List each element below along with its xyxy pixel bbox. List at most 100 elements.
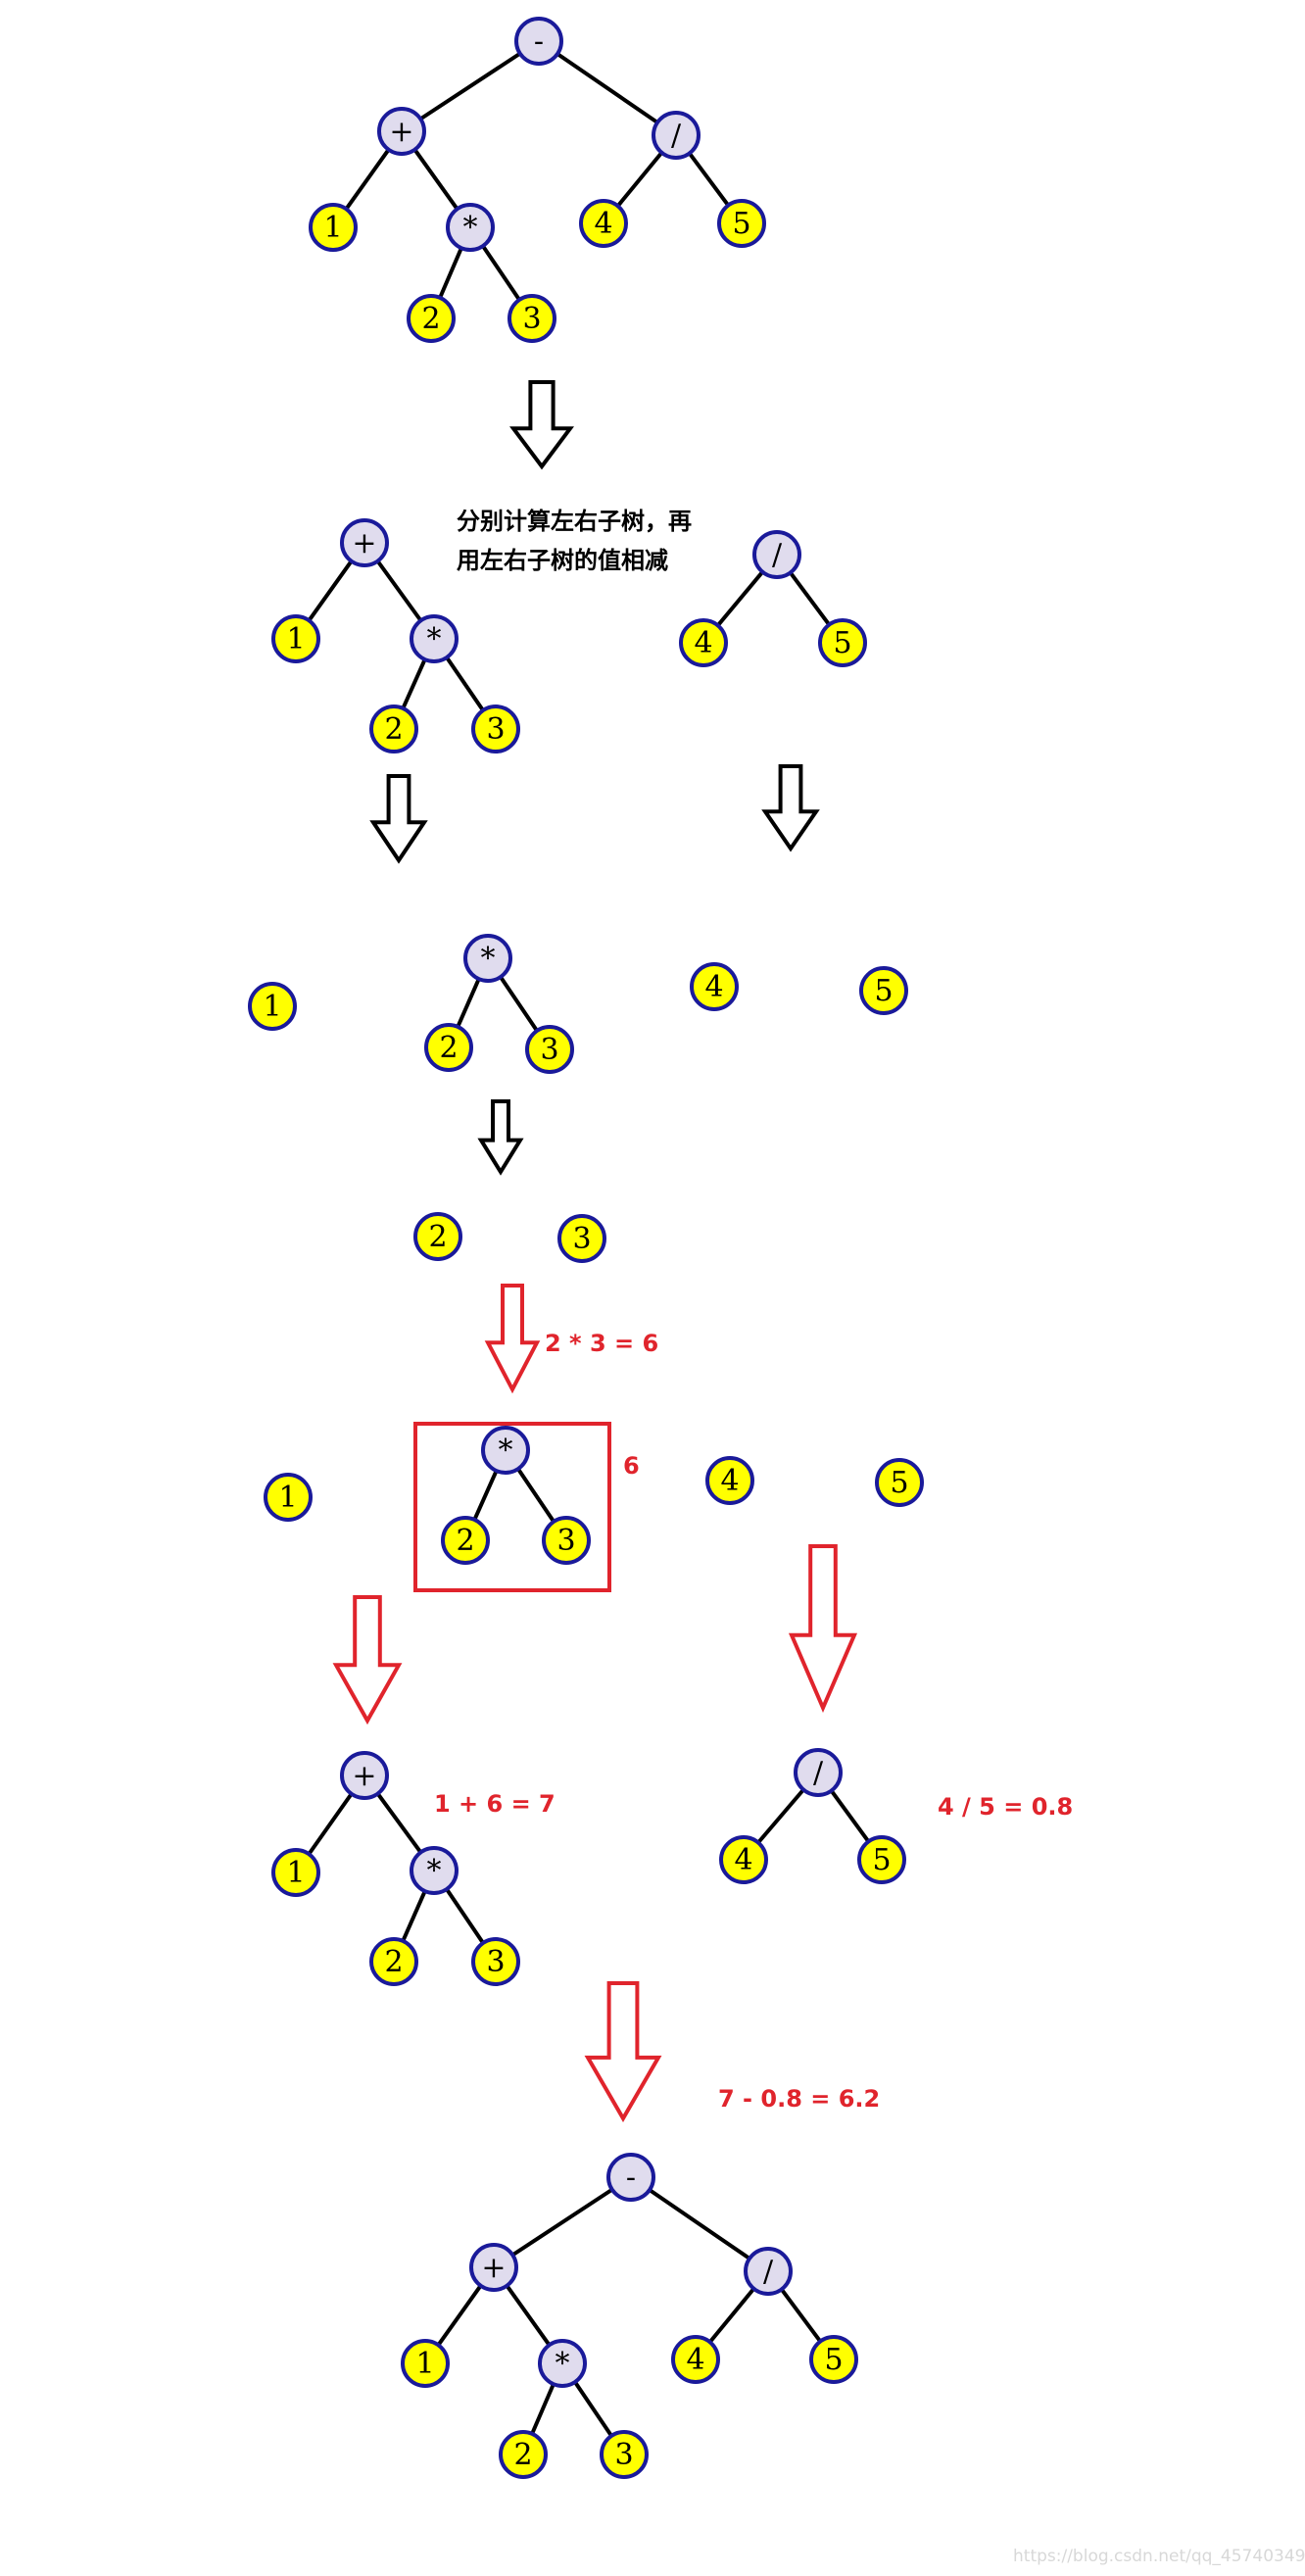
node-label: + — [481, 2251, 506, 2285]
mul-subtree-highlighted-node-two: 2 — [441, 1516, 490, 1565]
full-tree-edge-plus-mul — [412, 148, 459, 211]
node-label: / — [763, 2255, 774, 2289]
leaves-level5-node-five: 5 — [875, 1458, 924, 1507]
full-tree-edge-mul-three — [481, 244, 521, 302]
arrow-red-final — [584, 1981, 662, 2122]
left-subtree-node-plus: + — [340, 518, 389, 567]
full-tree-node-four: 4 — [579, 199, 628, 248]
node-label: / — [813, 1756, 824, 1790]
node-label: 3 — [486, 1945, 505, 1979]
right-subtree-2-edge-div-five — [829, 1789, 871, 1843]
calc-div-label: 4 / 5 = 0.8 — [938, 1793, 1074, 1821]
node-label: 2 — [384, 712, 403, 747]
full-tree-node-two: 2 — [407, 294, 456, 343]
left-subtree-2-edge-plus-one — [307, 1792, 354, 1856]
right-subtree-edge-div-five — [789, 571, 831, 626]
left-subtree-2-node-one: 1 — [271, 1848, 320, 1897]
final-tree-node-one: 1 — [401, 2339, 450, 2388]
node-label: 5 — [890, 1466, 908, 1500]
node-label: 1 — [286, 622, 305, 656]
left-subtree-node-two: 2 — [369, 705, 418, 753]
node-label: * — [556, 2347, 570, 2381]
node-label: 5 — [872, 1843, 891, 1877]
full-tree-edge-minus-div — [556, 52, 659, 124]
mul-subtree-edge-mul-two — [456, 978, 481, 1028]
node-label: 4 — [704, 970, 723, 1004]
node-label: 1 — [278, 1481, 297, 1515]
final-tree-node-three: 3 — [600, 2430, 649, 2479]
full-tree-edge-mul-two — [438, 247, 463, 299]
right-subtree-node-div: / — [752, 530, 801, 579]
calc-sub-label: 7 - 0.8 = 6.2 — [718, 2085, 881, 2113]
right-subtree-2-node-five: 5 — [857, 1835, 906, 1884]
leaves-level5-node-four: 4 — [705, 1456, 754, 1505]
final-tree-node-div: / — [744, 2247, 793, 2296]
leaves-level4-node-two: 2 — [413, 1212, 462, 1261]
full-tree-edge-div-four — [616, 151, 663, 208]
left-subtree-edge-plus-one — [307, 559, 354, 622]
full-tree-node-minus: - — [514, 17, 563, 66]
node-label: * — [427, 622, 442, 656]
final-tree-node-two: 2 — [499, 2430, 548, 2479]
full-tree-edge-div-five — [688, 152, 730, 207]
node-label: + — [352, 1759, 376, 1793]
node-label: + — [352, 526, 376, 560]
final-tree-edge-div-four — [708, 2287, 755, 2344]
caption-line-2: 用左右子树的值相减 — [457, 547, 668, 574]
leaves-level5-node-one: 1 — [264, 1473, 313, 1522]
left-subtree-edge-plus-mul — [375, 559, 423, 622]
final-tree-edge-div-five — [780, 2288, 822, 2343]
caption: 分别计算左右子树，再 用左右子树的值相减 — [457, 502, 692, 580]
highlight-box — [413, 1422, 611, 1592]
left-subtree-edge-mul-two — [401, 658, 427, 709]
node-label: 4 — [734, 1843, 752, 1877]
final-tree-node-plus: + — [469, 2243, 518, 2292]
arrow-right-down — [761, 764, 820, 852]
node-label: 3 — [486, 712, 505, 747]
node-label: 4 — [686, 2343, 704, 2377]
node-label: 2 — [513, 2438, 532, 2472]
full-tree-edge-minus-plus — [419, 51, 521, 122]
full-tree-node-one: 1 — [309, 203, 358, 252]
right-subtree-2-node-four: 4 — [719, 1835, 768, 1884]
node-label: - — [534, 24, 544, 59]
left-subtree-node-one: 1 — [271, 614, 320, 663]
node-label: * — [427, 1854, 442, 1888]
right-subtree-2-edge-div-four — [756, 1788, 805, 1844]
node-label: 1 — [263, 990, 281, 1024]
final-tree-node-four: 4 — [671, 2335, 720, 2384]
final-tree-edge-mul-two — [530, 2383, 556, 2435]
arrow-red-left — [332, 1595, 403, 1725]
node-label: 1 — [323, 211, 342, 245]
node-label: 3 — [572, 1222, 591, 1256]
leaves-level3-node-four: 4 — [690, 962, 739, 1011]
leaves-level3-node-five: 5 — [859, 966, 908, 1015]
node-label: 4 — [594, 207, 612, 241]
left-subtree-2-node-two: 2 — [369, 1937, 418, 1986]
final-tree-node-five: 5 — [809, 2335, 858, 2384]
node-label: 4 — [694, 626, 712, 660]
caption-line-1: 分别计算左右子树，再 — [457, 508, 692, 535]
mul-subtree-node-two: 2 — [424, 1023, 473, 1072]
left-subtree-2-edge-mul-three — [445, 1887, 485, 1945]
final-tree-node-mul: * — [538, 2339, 587, 2388]
full-tree-node-five: 5 — [717, 199, 766, 248]
leaves-level3-node-one: 1 — [248, 982, 297, 1031]
node-label: / — [671, 119, 682, 153]
calc-mul-result: 6 — [623, 1452, 640, 1480]
arrow-red-mul — [484, 1284, 541, 1394]
node-label: 2 — [421, 302, 440, 336]
node-label: * — [481, 942, 496, 976]
mul-subtree-edge-mul-three — [499, 975, 539, 1033]
final-tree-edge-minus-div — [648, 2188, 751, 2260]
calc-add-label: 1 + 6 = 7 — [434, 1790, 556, 1818]
left-subtree-2-node-three: 3 — [471, 1937, 520, 1986]
arrows-layer — [332, 380, 858, 2122]
node-label: 5 — [874, 974, 893, 1008]
arrow-left-down — [369, 774, 428, 864]
node-label: * — [499, 1434, 513, 1468]
node-label: 1 — [286, 1856, 305, 1890]
full-tree-node-mul: * — [446, 203, 495, 252]
node-label: 1 — [415, 2347, 434, 2381]
